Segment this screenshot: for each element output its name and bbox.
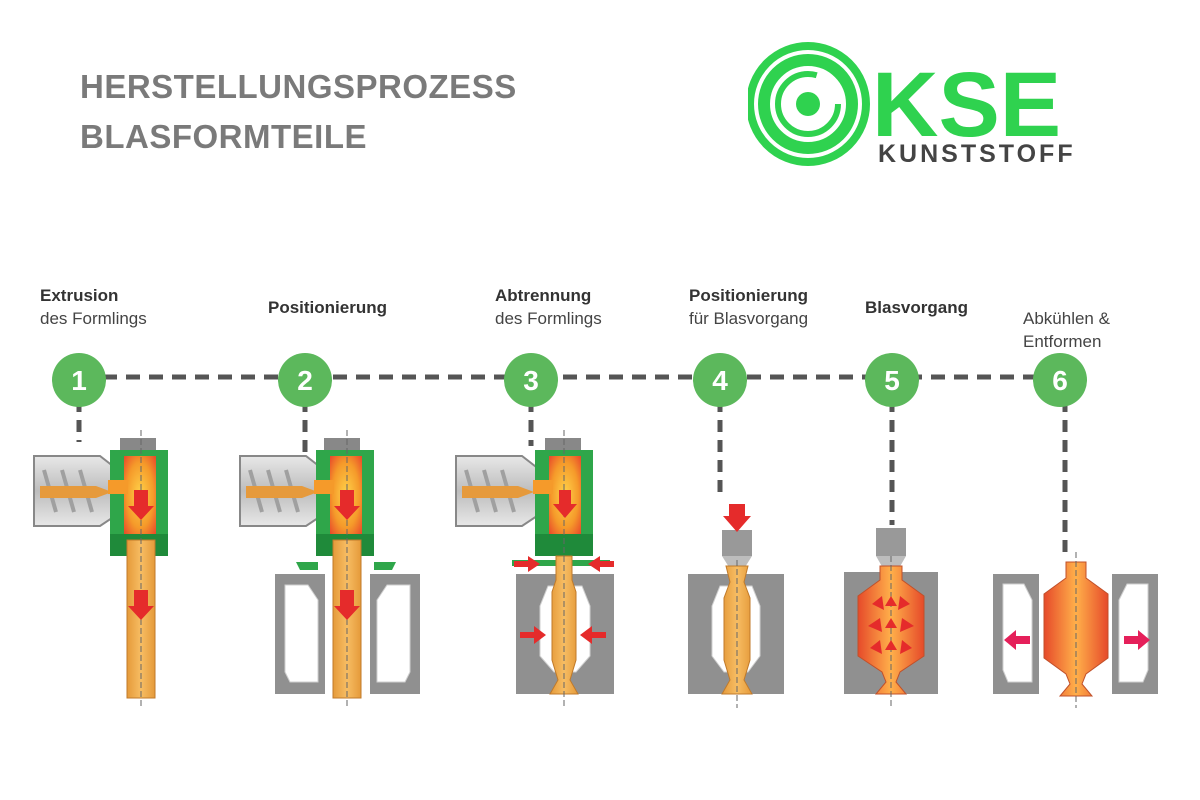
title-line-2: BLASFORMTEILE [80,118,367,155]
step-4-illustration [688,504,784,708]
step-5-title: Blasvorgang [865,298,968,317]
step-2-illustration [239,430,420,708]
step-1-number: 1 [71,365,87,396]
step-4-title: Positionierung [689,286,808,305]
step-6-illustration [993,552,1158,708]
step-1-subtitle: des Formlings [40,309,147,328]
step-6-badge: 6 [1033,353,1087,407]
step-6-number: 6 [1052,365,1068,396]
step-4-badge: 4 [693,353,747,407]
vertical-connectors [76,400,1068,552]
step-3-label: Abtrennung des Formlings [495,284,602,330]
step-6-subtitle: Abkühlen & Entformen [1023,309,1110,351]
step-5-illustration [844,528,938,708]
step-4-number: 4 [712,365,728,396]
title-line-1: HERSTELLUNGSPROZESS [80,68,517,105]
step-2-label: Positionierung [268,296,387,319]
step-5-badge: 5 [865,353,919,407]
kse-logo: KSE KUNSTSTOFF [748,42,1076,168]
logo-main-text: KSE [872,54,1061,156]
logo-ring-icon [748,42,870,166]
step-1-badge: 1 [52,353,106,407]
logo-sub-text: KUNSTSTOFF [878,140,1076,168]
step-1-title: Extrusion [40,286,119,305]
step-4-label: Positionierung für Blasvorgang [689,284,808,330]
step-5-number: 5 [884,365,900,396]
step-2-title: Positionierung [268,298,387,317]
step-1-label: Extrusion des Formlings [40,284,147,330]
step-2-badge: 2 [278,353,332,407]
step-5-label: Blasvorgang [865,296,968,319]
step-1-illustration [33,430,168,708]
step-3-illustration [455,430,614,708]
step-2-number: 2 [297,365,313,396]
step-4-subtitle: für Blasvorgang [689,309,809,328]
step-3-title: Abtrennung [495,286,592,305]
step-3-subtitle: des Formlings [495,309,602,328]
step-3-number: 3 [523,365,539,396]
page-title: HERSTELLUNGSPROZESS BLASFORMTEILE [80,62,517,162]
step-3-badge: 3 [504,353,558,407]
step-6-label: Abkühlen & Entformen [1023,284,1110,376]
